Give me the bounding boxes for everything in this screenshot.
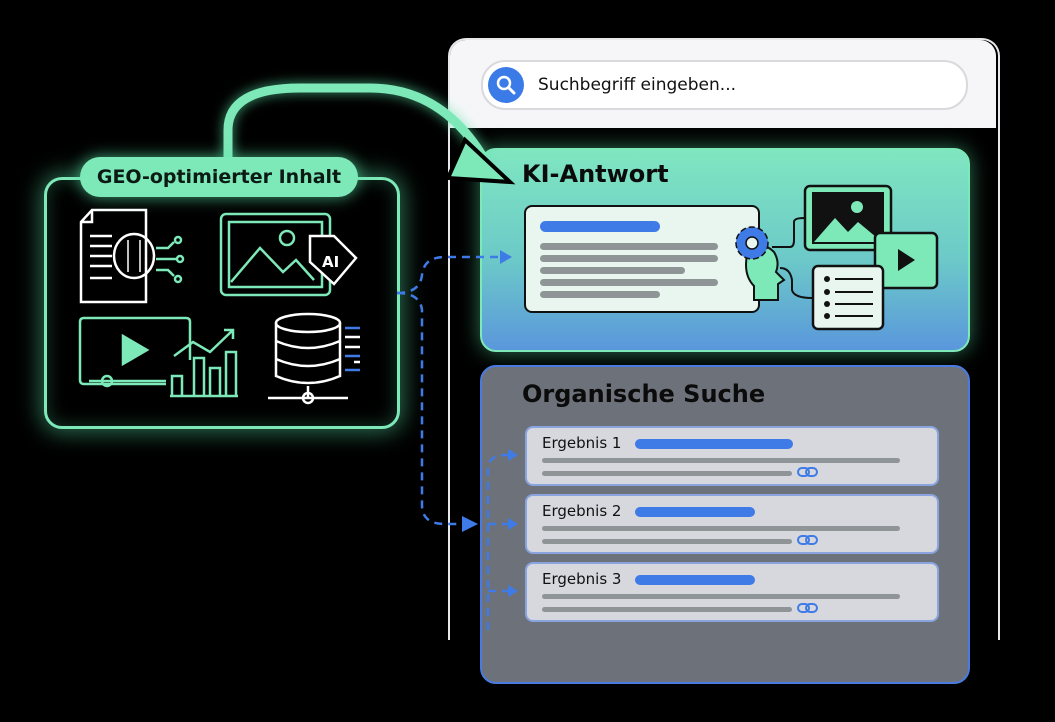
search-input[interactable]: Suchbegriff eingeben... bbox=[481, 60, 968, 110]
text-line bbox=[542, 471, 792, 476]
video-play-icon bbox=[873, 231, 939, 290]
flow-arrow-curved bbox=[223, 83, 487, 163]
image-icon bbox=[803, 184, 893, 252]
ki-answer-card bbox=[524, 205, 760, 313]
search-result[interactable]: Ergebnis 1 bbox=[525, 426, 939, 486]
flow-arrow-head bbox=[444, 136, 516, 185]
ai-tag-label: AI bbox=[322, 253, 339, 271]
result-label: Ergebnis 1 bbox=[542, 434, 622, 452]
database-icon bbox=[268, 312, 360, 405]
document-brain-icon bbox=[79, 208, 185, 304]
link-icon[interactable] bbox=[797, 466, 819, 478]
text-line bbox=[540, 267, 685, 274]
text-line bbox=[542, 607, 792, 612]
text-line bbox=[542, 594, 900, 599]
link-icon[interactable] bbox=[797, 602, 819, 614]
dashed-arrowheads bbox=[462, 250, 518, 597]
ki-answer-title: KI-Antwort bbox=[522, 160, 669, 188]
image-ai-tag-icon bbox=[219, 212, 358, 297]
result-title-bar bbox=[635, 439, 793, 449]
result-label: Ergebnis 2 bbox=[542, 502, 622, 520]
result-title-bar bbox=[635, 507, 755, 517]
gear-icon bbox=[735, 226, 769, 260]
text-line bbox=[540, 243, 718, 250]
result-title-bar bbox=[635, 575, 755, 585]
text-line bbox=[540, 255, 718, 262]
search-icon[interactable] bbox=[488, 67, 524, 103]
search-result[interactable]: Ergebnis 2 bbox=[525, 494, 939, 554]
text-line bbox=[540, 279, 718, 286]
text-line bbox=[540, 291, 660, 298]
link-icon[interactable] bbox=[797, 534, 819, 546]
result-label: Ergebnis 3 bbox=[542, 570, 622, 588]
dashed-connectors bbox=[396, 255, 510, 630]
video-chart-icon bbox=[78, 316, 238, 398]
answer-heading-bar bbox=[540, 221, 660, 232]
browser-window bbox=[448, 38, 1000, 640]
text-line bbox=[542, 458, 900, 463]
geo-content-label: GEO-optimierter Inhalt bbox=[80, 157, 358, 197]
organic-search-title: Organische Suche bbox=[522, 380, 766, 408]
search-result[interactable]: Ergebnis 3 bbox=[525, 562, 939, 622]
text-line bbox=[542, 526, 900, 531]
list-icon bbox=[811, 264, 885, 331]
search-placeholder: Suchbegriff eingeben... bbox=[538, 75, 736, 95]
connector-lines bbox=[772, 217, 813, 299]
text-line bbox=[542, 539, 792, 544]
